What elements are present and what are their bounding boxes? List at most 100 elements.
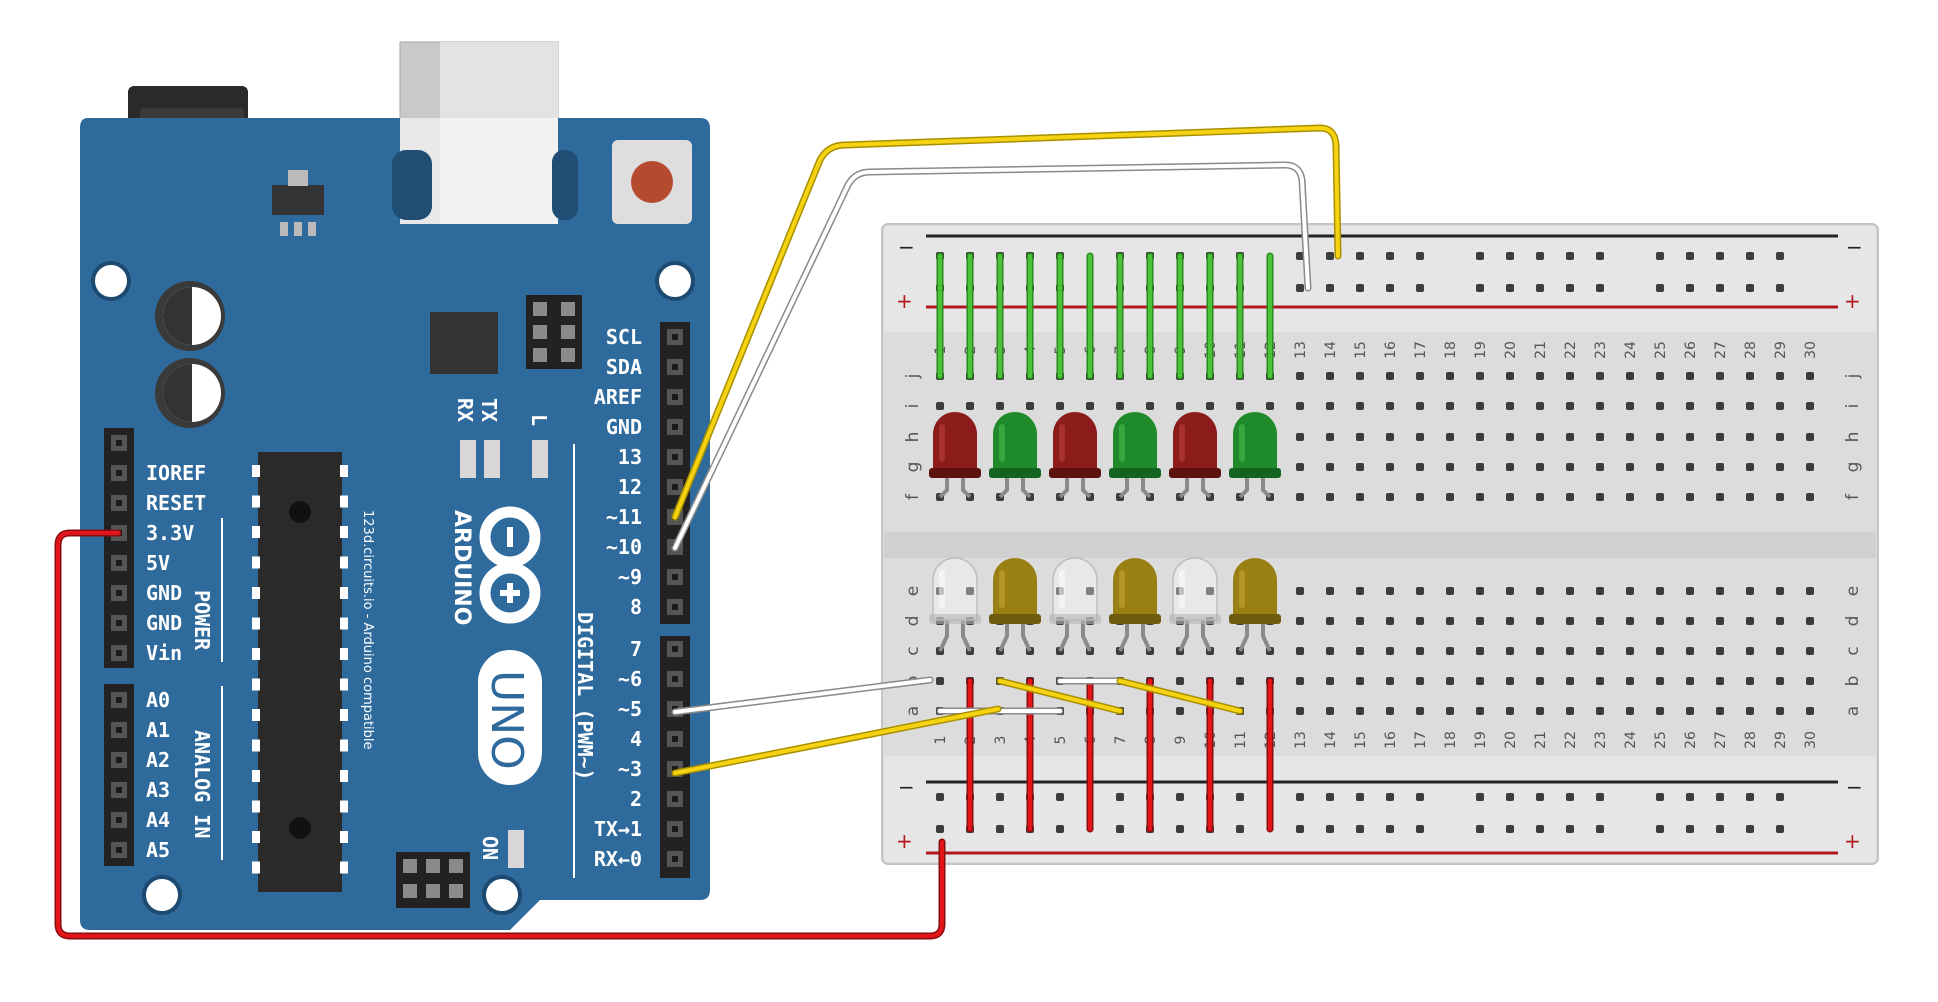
column-number: 22 — [1563, 341, 1579, 359]
column-number: 16 — [1383, 731, 1399, 749]
column-number: 17 — [1413, 731, 1429, 749]
column-number: 21 — [1533, 731, 1549, 749]
led-clear — [1169, 557, 1221, 652]
digital-group-label: DIGITAL (PWM~) — [573, 612, 597, 781]
power-pin-label: Vin — [146, 641, 182, 665]
row-letter: g — [1843, 462, 1863, 473]
column-number: 24 — [1623, 731, 1639, 749]
column-number: 9 — [1173, 736, 1189, 745]
power-pin-label: IOREF — [146, 461, 206, 485]
pin-label: 2 — [630, 787, 642, 811]
column-number: 29 — [1773, 341, 1789, 359]
led-yellow — [989, 558, 1041, 652]
power-pin-label: GND — [146, 611, 182, 635]
column-number: 21 — [1533, 341, 1549, 359]
pin-label: ~10 — [606, 535, 642, 559]
pin-label: 8 — [630, 595, 642, 619]
rail-plus-tl: + — [896, 289, 913, 313]
column-number: 15 — [1353, 731, 1369, 749]
pin-label: 7 — [630, 637, 642, 661]
analog-pin-label: A1 — [146, 718, 170, 742]
capacitor — [155, 281, 225, 351]
pin-label: 4 — [630, 727, 642, 751]
pin-label: 12 — [618, 475, 642, 499]
rail-minus-bl: − — [898, 775, 915, 799]
row-letter: c — [1843, 646, 1863, 655]
column-number: 28 — [1743, 341, 1759, 359]
led-yellow — [1109, 558, 1161, 652]
pin-label: ~11 — [606, 505, 642, 529]
pin-label: ~9 — [618, 565, 642, 589]
column-number: 19 — [1473, 731, 1489, 749]
l-led — [532, 440, 548, 478]
tx-label: TX — [477, 398, 501, 422]
brand-label: ARDUINO — [449, 510, 474, 625]
column-number: 5 — [1053, 736, 1069, 745]
arduino-uno: TX RX L 123d.circuits.io - Arduino compa… — [80, 41, 710, 930]
led-red — [1049, 412, 1101, 499]
column-number: 13 — [1293, 731, 1309, 749]
column-number: 28 — [1743, 731, 1759, 749]
wires — [54, 124, 1342, 940]
column-number: 18 — [1443, 341, 1459, 359]
row-letter: f — [903, 493, 923, 500]
jumper-yellow — [1116, 677, 1244, 715]
pin-label: RX←0 — [594, 847, 642, 871]
column-number: 20 — [1503, 341, 1519, 359]
rail-minus-tl: − — [898, 235, 915, 259]
power-pin-label: 5V — [146, 551, 170, 575]
analog-pin-label: A0 — [146, 688, 170, 712]
breadboard: − + − + − + − + 112233445566778899101011… — [881, 223, 1879, 865]
rx-label: RX — [453, 398, 477, 422]
led-green — [1229, 412, 1281, 499]
mount-hole — [482, 875, 522, 915]
breadboard-jumpers — [936, 252, 1274, 833]
tx-led — [484, 440, 500, 478]
power-pin-label: RESET — [146, 491, 206, 515]
power-header — [104, 428, 134, 668]
led-clear — [1049, 557, 1101, 652]
mount-hole — [91, 261, 131, 301]
row-letter: d — [1843, 616, 1863, 627]
pin-label: GND — [606, 415, 642, 439]
power-pin-label: 3.3V — [146, 521, 194, 545]
column-number: 13 — [1293, 341, 1309, 359]
row-letter: c — [903, 646, 923, 655]
analog-header — [104, 684, 134, 866]
pin-label: SCL — [606, 325, 642, 349]
led-array — [929, 412, 1281, 652]
pin-label: 13 — [618, 445, 642, 469]
column-number: 23 — [1593, 731, 1609, 749]
row-letter: f — [1843, 493, 1863, 500]
column-number: 20 — [1503, 731, 1519, 749]
power-pin-label: GND — [146, 581, 182, 605]
led-red — [929, 412, 981, 499]
pin-label: SDA — [606, 355, 642, 379]
led-clear — [929, 557, 981, 652]
column-number: 3 — [993, 736, 1009, 745]
jumper-yellow — [996, 677, 1124, 715]
column-number: 27 — [1713, 731, 1729, 749]
rx-led — [460, 440, 476, 478]
led-green — [989, 412, 1041, 499]
column-number: 11 — [1233, 731, 1249, 749]
icsp-header — [526, 295, 582, 369]
column-number: 15 — [1353, 341, 1369, 359]
atmega-chip — [252, 452, 348, 892]
analog-pin-label: A2 — [146, 748, 170, 772]
row-letter: i — [903, 404, 923, 409]
row-letter: a — [1843, 706, 1863, 716]
column-number: 27 — [1713, 341, 1729, 359]
analog-pin-label: A3 — [146, 778, 170, 802]
led-yellow — [1229, 558, 1281, 652]
column-number: 30 — [1803, 731, 1819, 749]
column-number: 29 — [1773, 731, 1789, 749]
analog-group-label: ANALOG IN — [190, 730, 214, 838]
analog-pin-label: A4 — [146, 808, 170, 832]
power-group-label: POWER — [190, 590, 214, 651]
column-number: 7 — [1113, 736, 1129, 745]
voltage-regulator — [272, 185, 324, 215]
row-letter: j — [1843, 374, 1863, 380]
rail-minus-br: − — [1846, 775, 1863, 799]
